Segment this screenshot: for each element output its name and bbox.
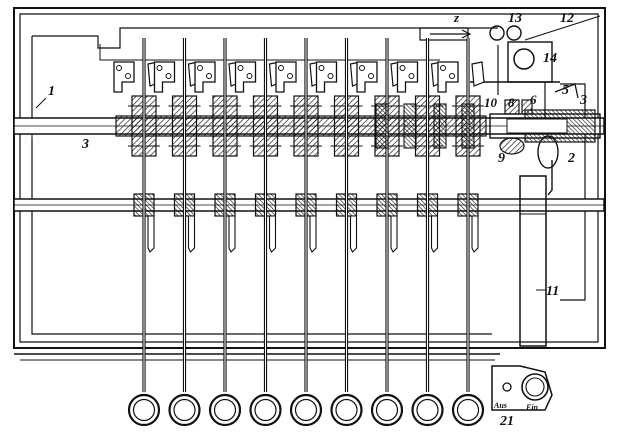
label-12: 12 [560,11,574,26]
finger-ring-inner [375,398,399,422]
top-right-assembly [419,15,601,118]
label-10: 10 [484,95,498,110]
bracket-pin [125,73,131,79]
label-14: 14 [543,51,557,66]
extra-gear [433,103,447,149]
pawl [187,215,196,253]
label-z: z [453,10,460,25]
housing-frame [13,7,606,361]
bracket-pin [156,65,163,71]
bracket-pin [237,65,244,71]
label-2: 2 [567,151,575,166]
bracket-pin [399,65,406,71]
pawl [390,215,398,253]
label-6: 6 [530,92,537,107]
bracket-pin [246,73,253,79]
lever-bracket [275,61,297,93]
extra-gear [375,103,389,149]
finger-ring-inner [416,398,439,422]
label-11: 11 [546,284,559,299]
label-3-left: 3 [81,137,89,152]
lever-bracket [356,61,378,93]
bracket-pin [287,73,293,79]
lever-bracket [234,61,257,93]
label-21: 21 [499,414,514,429]
label-aus: Aus [493,401,507,410]
bracket-pin [165,73,172,79]
label-1: 1 [48,84,55,99]
pawl [309,215,317,253]
finger-ring-inner [456,398,480,422]
label-9: 9 [498,151,505,166]
pawl [430,215,439,253]
finger-ring-inner [173,398,196,422]
bracket-pin [440,65,446,71]
finger-ring-inner [294,398,318,422]
pawl [228,215,236,253]
lever-bracket [437,61,459,93]
lever-bracket [113,61,135,93]
lever-bracket [396,61,419,93]
bracket-pin [408,73,415,79]
label-3-right: 3 [579,93,587,108]
extra-gear [403,103,417,149]
right-side-mechanism [499,83,579,347]
pawl [268,215,277,253]
finger-ring-inner [213,398,237,422]
label-13: 13 [508,11,522,26]
bracket-pin [206,73,212,79]
pawl [349,215,358,253]
lever-bracket [194,61,216,93]
cam-piece [471,61,485,87]
on-off-switch [491,365,553,411]
bracket-pin [197,65,203,71]
lever-bracket [153,61,176,93]
bracket-pin [278,65,284,71]
label-5: 5 [562,83,569,98]
pawl [471,215,479,253]
label-ein: Ein [525,403,539,412]
finger-ring-inner [254,398,277,422]
finger-ring-inner [132,398,156,422]
bracket-pin [318,65,325,71]
bracket-pin [359,65,365,71]
bracket-pin [368,73,374,79]
finger-ring-inner [335,398,358,422]
key-rods-group [113,38,485,427]
bracket-pin [116,65,122,71]
label-8: 8 [508,95,515,110]
bracket-pin [327,73,334,79]
extra-gear [461,103,475,149]
reference-labels: 1 3 z 13 12 14 10 8 6 5 3 9 2 11 Aus Ein… [35,10,587,429]
lever-bracket [315,61,338,93]
bracket-pin [449,73,455,79]
pawl [147,215,155,253]
